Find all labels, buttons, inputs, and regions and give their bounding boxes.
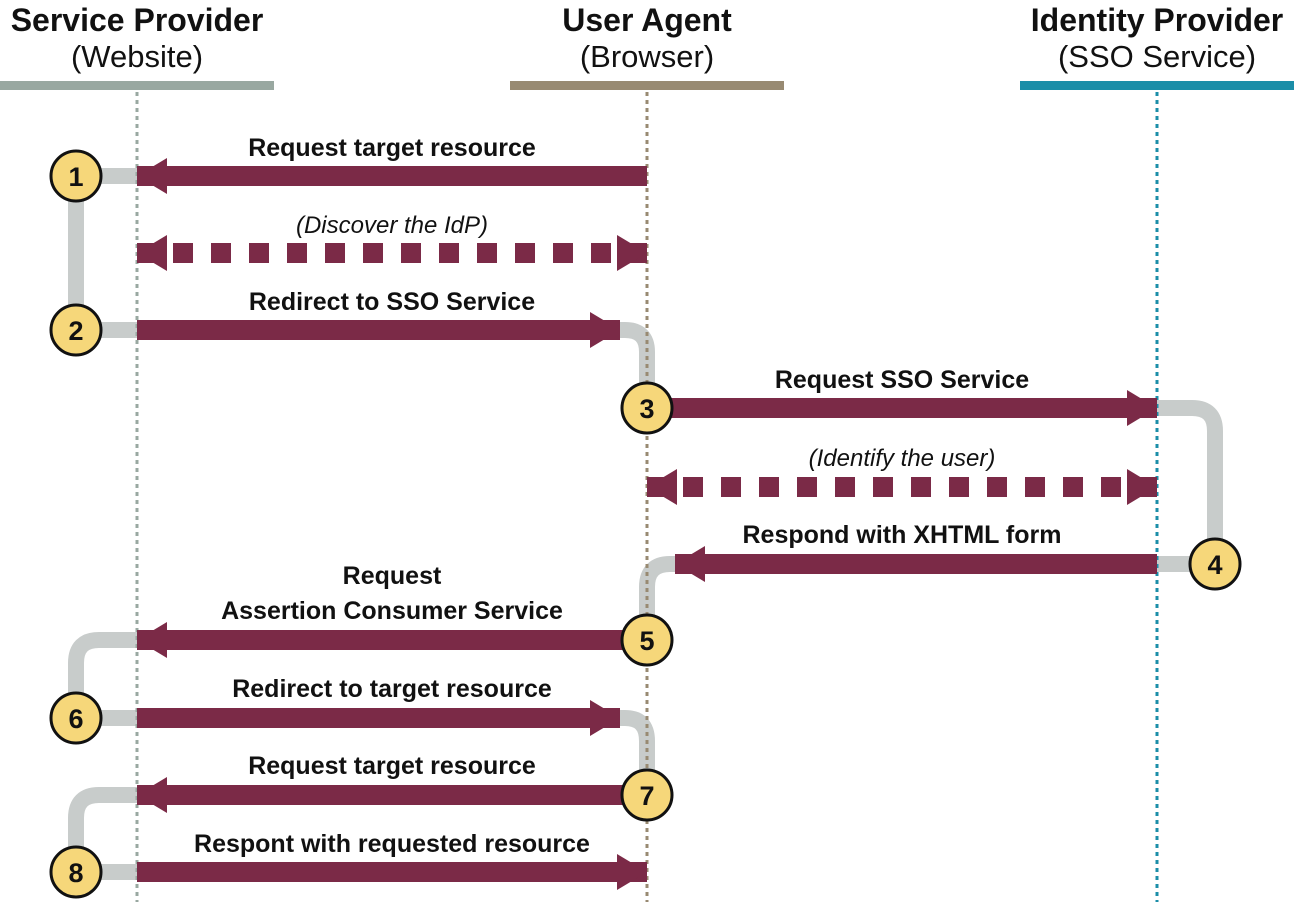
step-1: 1 — [49, 149, 103, 203]
lane-title-user-agent: User Agent — [562, 2, 732, 38]
msg-respond-xhtml-form: Respond with XHTML form — [743, 521, 1062, 549]
msg-request-target-resource-2: Request target resource — [248, 752, 536, 780]
lane-bar-identity-provider — [1020, 81, 1294, 90]
msg-discover-idp: (Discover the IdP) — [296, 212, 488, 239]
step-connectors — [68, 168, 1223, 880]
lane-title-service-provider: Service Provider — [11, 2, 264, 38]
lane-subtitle-user-agent: (Browser) — [580, 39, 714, 74]
lane-bar-user-agent — [510, 81, 784, 90]
step-6-number: 6 — [68, 704, 83, 734]
step-4-number: 4 — [1207, 550, 1222, 580]
step-1-number: 1 — [68, 162, 83, 192]
message-arrows — [137, 158, 1157, 890]
step-3-number: 3 — [639, 394, 654, 424]
connector-1-2 — [68, 168, 137, 338]
step-3: 3 — [620, 381, 674, 435]
connector-4-5 — [639, 556, 680, 640]
msg-identify-user: (Identify the user) — [809, 445, 996, 472]
step-4: 4 — [1188, 537, 1242, 591]
step-2: 2 — [49, 303, 103, 357]
lane-subtitle-identity-provider: (SSO Service) — [1058, 39, 1256, 74]
msg-respond-requested-resource: Respont with requested resource — [194, 830, 590, 858]
msg-request-target-resource: Request target resource — [248, 134, 536, 162]
step-8-number: 8 — [68, 858, 83, 888]
connector-3-4 — [1157, 400, 1223, 572]
msg-request-sso-service: Request SSO Service — [775, 366, 1029, 394]
msg-request-acs-line2: Assertion Consumer Service — [221, 597, 563, 625]
connector-5-6 — [68, 632, 137, 726]
lane-subtitle-service-provider: (Website) — [71, 39, 203, 74]
step-circles: 1 2 3 4 5 6 7 8 — [49, 149, 1242, 899]
step-8: 8 — [49, 845, 103, 899]
step-2-number: 2 — [68, 316, 83, 346]
step-7: 7 — [620, 768, 674, 822]
msg-redirect-target-resource: Redirect to target resource — [232, 675, 552, 703]
connector-7-8 — [68, 787, 137, 880]
step-5-number: 5 — [639, 626, 654, 656]
msg-request-acs-line1: Request — [343, 562, 442, 590]
lane-bar-service-provider — [0, 81, 274, 90]
step-5: 5 — [620, 613, 674, 667]
step-6: 6 — [49, 691, 103, 745]
msg-redirect-to-sso: Redirect to SSO Service — [249, 288, 535, 316]
step-7-number: 7 — [639, 781, 654, 811]
lane-title-identity-provider: Identity Provider — [1031, 2, 1284, 38]
